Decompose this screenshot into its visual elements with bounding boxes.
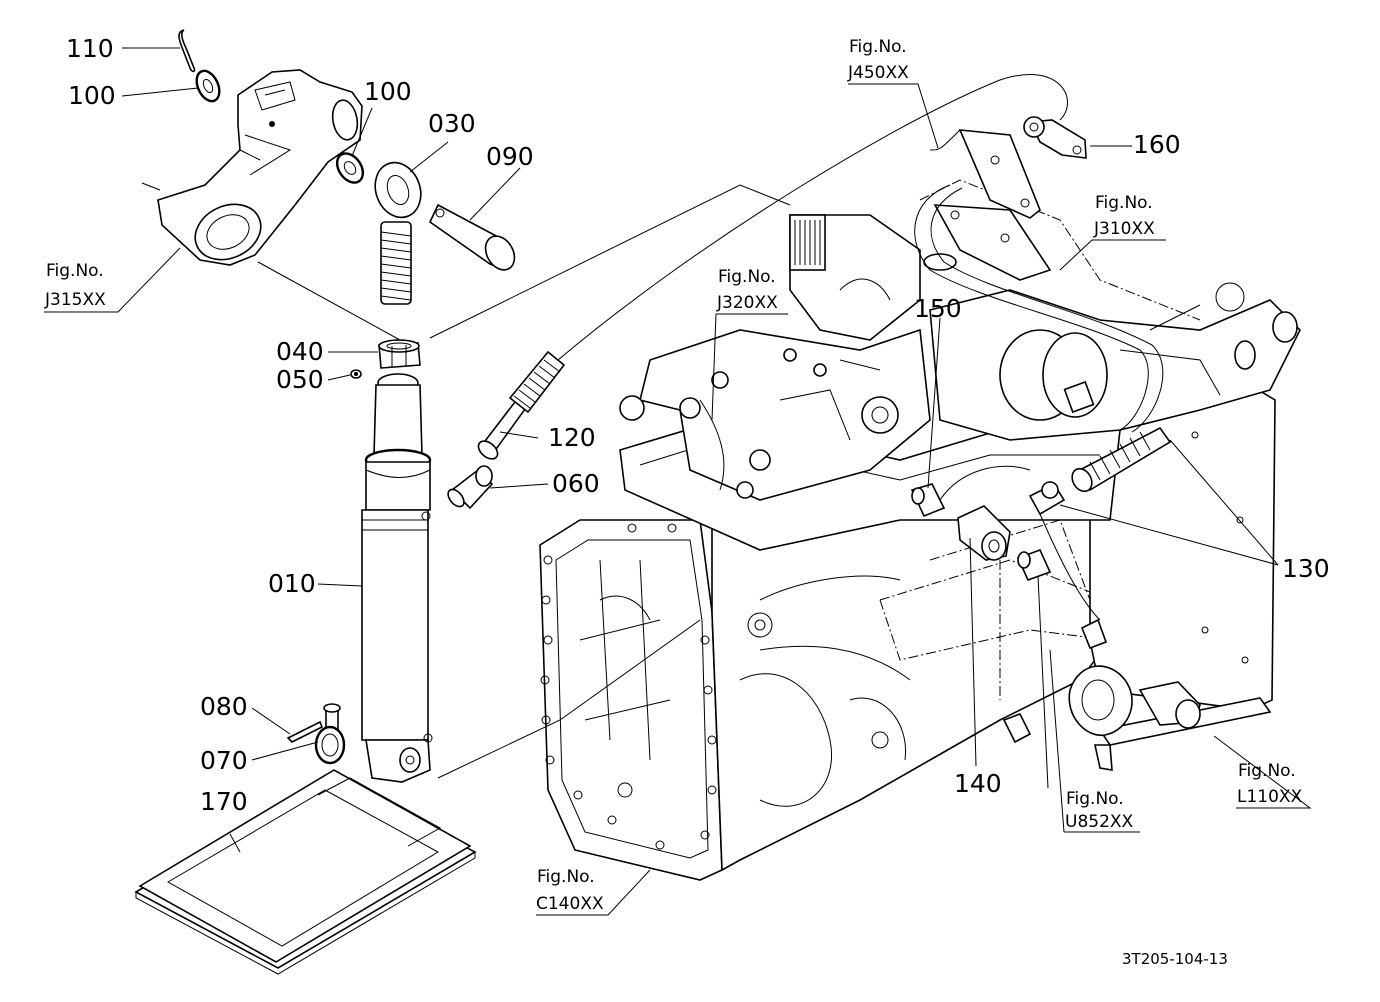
rod-end-030 — [374, 161, 422, 305]
callout-090: 090 — [486, 142, 534, 171]
fig-prefix: Fig.No. — [849, 37, 907, 57]
drawing-number: 3T205-104-13 — [1122, 950, 1228, 968]
fig-ref-c140: C140XX — [536, 894, 604, 914]
callout-010: 010 — [268, 569, 316, 598]
callout-120: 120 — [548, 423, 596, 452]
fig-prefix: Fig.No. — [1066, 789, 1124, 809]
fig-ref-j450: J450XX — [847, 63, 909, 83]
callout-100: 100 — [68, 81, 116, 110]
washer-100-lower — [335, 152, 365, 184]
callout-030: 030 — [428, 109, 476, 138]
callout-070: 070 — [200, 746, 248, 775]
flange-bolt-holes — [540, 523, 717, 850]
fig-ref-l110: L110XX — [1237, 787, 1303, 807]
pin-090 — [428, 203, 516, 271]
fig-prefix: Fig.No. — [1238, 761, 1296, 781]
lower-lever-assembly — [1002, 618, 1272, 771]
plug-050 — [350, 369, 362, 379]
manual-170 — [134, 769, 477, 975]
callout-060: 060 — [552, 469, 600, 498]
split-pin-110 — [178, 29, 196, 73]
callout-100: 100 — [364, 77, 412, 106]
fig-prefix: Fig.No. — [46, 261, 104, 281]
callout-130: 130 — [1282, 554, 1330, 583]
leader-lines — [44, 47, 1312, 916]
fig-ref-j320: J320XX — [716, 293, 778, 313]
callout-170: 170 — [200, 787, 248, 816]
callout-140: 140 — [954, 769, 1002, 798]
adapter-060 — [447, 465, 494, 510]
callout-080: 080 — [200, 692, 248, 721]
callout-050: 050 — [276, 365, 324, 394]
tee-140 — [957, 505, 1011, 561]
fig-ref-j315: J315XX — [44, 290, 106, 310]
lift-arm — [141, 69, 363, 266]
fitting-130-lower — [1016, 548, 1052, 582]
fig-prefix: Fig.No. — [1095, 193, 1153, 213]
cylinder-010 — [361, 373, 433, 783]
split-pin-080 — [286, 720, 324, 743]
nut-040 — [378, 339, 421, 369]
callout-150: 150 — [914, 294, 962, 323]
callout-labels: 110 100 100 030 090 160 150 040 050 120 … — [66, 34, 1330, 816]
fig-ref-j310: J310XX — [1093, 219, 1155, 239]
fig-ref-u852: U852XX — [1065, 812, 1134, 832]
hose-fitting-right — [1071, 426, 1172, 493]
washer-100-upper — [195, 69, 221, 103]
callout-040: 040 — [276, 337, 324, 366]
hose-fitting-120 — [477, 350, 566, 460]
fig-prefix: Fig.No. — [718, 267, 776, 287]
fitting-150 — [910, 483, 946, 518]
callout-160: 160 — [1133, 130, 1181, 159]
snap-pin-070 — [314, 703, 346, 765]
callout-110: 110 — [66, 34, 114, 63]
fig-prefix: Fig.No. — [537, 867, 595, 887]
figure-references: Fig.No. J450XX Fig.No. J310XX Fig.No. J3… — [44, 37, 1303, 914]
fitting-130-upper — [1028, 481, 1066, 516]
bracket-160 — [929, 116, 1087, 219]
